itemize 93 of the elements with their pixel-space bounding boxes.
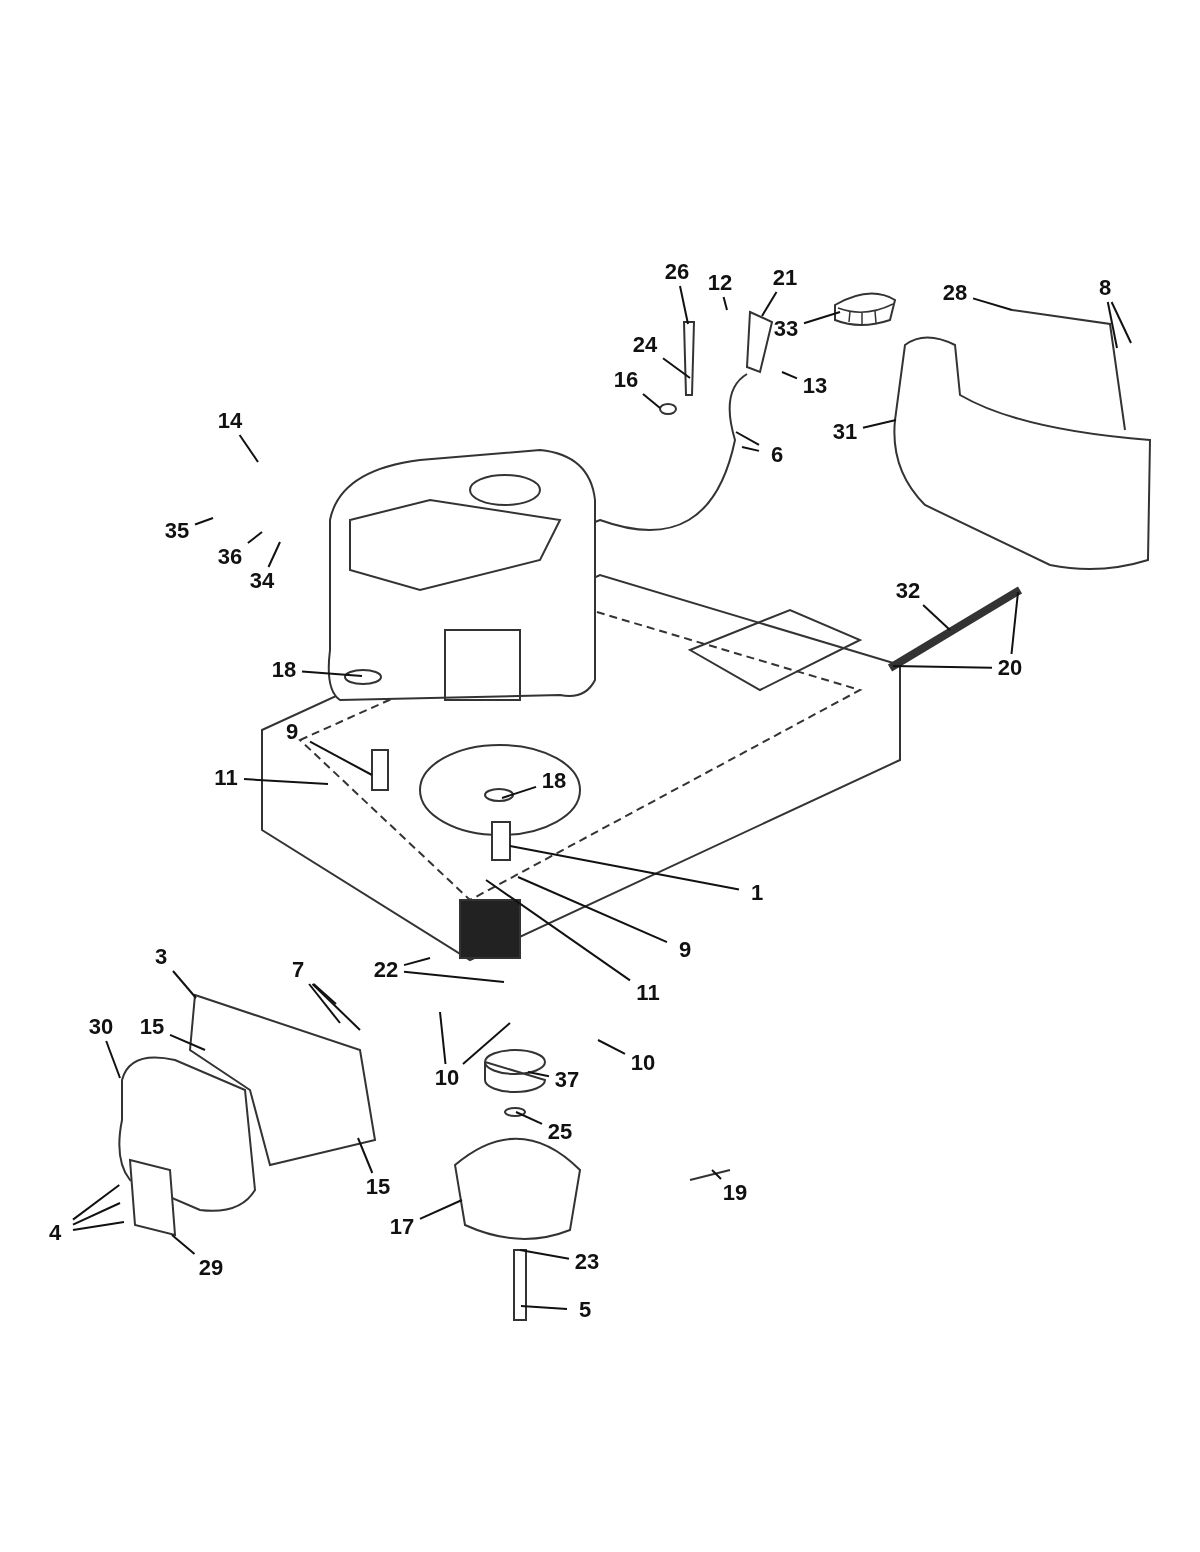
throttle-lever-drawing xyxy=(745,310,774,374)
leader-line xyxy=(722,296,728,311)
leader-line xyxy=(462,1022,511,1065)
leader-line xyxy=(105,1040,121,1079)
callout-number: 5 xyxy=(569,1298,601,1322)
callout-number: 18 xyxy=(538,769,570,793)
callout-number: 21 xyxy=(769,266,801,290)
callout-number: 14 xyxy=(214,409,246,433)
callout-number: 34 xyxy=(246,569,278,593)
callout-number: 33 xyxy=(770,317,802,341)
callout-number: 13 xyxy=(799,374,831,398)
callout-number: 22 xyxy=(370,958,402,982)
leader-line xyxy=(517,876,668,944)
callout-number: 9 xyxy=(669,938,701,962)
callout-number: 26 xyxy=(661,260,693,284)
leader-line xyxy=(1106,301,1118,349)
wire-drawing xyxy=(689,1169,731,1181)
leader-line xyxy=(735,431,760,446)
leader-line xyxy=(519,1249,570,1260)
leader-line xyxy=(403,970,505,983)
leader-line xyxy=(439,1011,447,1065)
callout-number: 32 xyxy=(892,579,924,603)
callout-number: 30 xyxy=(85,1015,117,1039)
leader-line xyxy=(1110,301,1132,344)
leader-line xyxy=(501,785,537,799)
callout-number: 35 xyxy=(161,519,193,543)
callout-number: 11 xyxy=(632,981,664,1005)
leader-line xyxy=(892,665,993,669)
callout-number: 1 xyxy=(741,881,773,905)
callout-number: 25 xyxy=(544,1120,576,1144)
leader-line xyxy=(679,285,689,325)
callout-number: 10 xyxy=(627,1051,659,1075)
leader-line xyxy=(803,311,841,325)
leader-line xyxy=(642,393,661,409)
leader-line xyxy=(72,1202,121,1226)
leader-line xyxy=(972,297,1013,311)
dipstick-drawing xyxy=(659,321,696,415)
callout-number: 15 xyxy=(362,1175,394,1199)
leader-line xyxy=(171,1234,196,1255)
leader-line xyxy=(194,517,214,526)
leader-line xyxy=(72,1184,121,1221)
leader-line xyxy=(308,983,341,1024)
callout-number: 23 xyxy=(571,1250,603,1274)
callout-number: 6 xyxy=(761,443,793,467)
callout-number: 28 xyxy=(939,281,971,305)
callout-number: 18 xyxy=(268,658,300,682)
callout-number: 9 xyxy=(276,720,308,744)
leader-line xyxy=(597,1039,626,1055)
callout-number: 19 xyxy=(719,1181,751,1205)
leader-line xyxy=(238,434,259,463)
leader-line xyxy=(922,604,951,631)
leader-line xyxy=(312,983,337,1005)
callout-number: 31 xyxy=(829,420,861,444)
callout-number: 12 xyxy=(704,271,736,295)
leader-line xyxy=(711,1169,722,1180)
fuel-cap-drawing xyxy=(834,292,896,326)
callout-number: 10 xyxy=(431,1066,463,1090)
leader-line xyxy=(172,970,197,999)
callout-number: 4 xyxy=(39,1221,71,1245)
leader-line xyxy=(169,1033,206,1051)
callout-number: 11 xyxy=(210,766,242,790)
leader-line xyxy=(509,845,740,891)
leader-line xyxy=(527,1071,550,1078)
callout-number: 24 xyxy=(629,333,661,357)
leader-line xyxy=(520,1305,568,1310)
callout-number: 29 xyxy=(195,1256,227,1280)
leader-line xyxy=(311,983,361,1031)
callout-number: 16 xyxy=(610,368,642,392)
throttle-cable-drawing xyxy=(594,373,748,531)
leader-line xyxy=(1010,591,1019,655)
leader-line xyxy=(741,446,760,452)
leader-line xyxy=(267,541,281,568)
leader-line xyxy=(357,1137,374,1174)
leader-line xyxy=(243,778,329,785)
callout-number: 15 xyxy=(136,1015,168,1039)
leader-line xyxy=(72,1221,125,1232)
leader-line xyxy=(515,1111,543,1125)
leader-line xyxy=(862,419,897,429)
leader-line xyxy=(403,957,431,967)
leader-line xyxy=(781,371,798,380)
callout-number: 36 xyxy=(214,545,246,569)
callout-number: 8 xyxy=(1089,276,1121,300)
callout-number: 3 xyxy=(145,945,177,969)
callout-number: 7 xyxy=(282,958,314,982)
callout-number: 17 xyxy=(386,1215,418,1239)
leader-line xyxy=(662,357,691,379)
leader-line xyxy=(761,291,778,317)
leader-line xyxy=(419,1199,463,1220)
callout-number: 37 xyxy=(551,1068,583,1092)
leader-line xyxy=(301,670,363,677)
callout-number: 20 xyxy=(994,656,1026,680)
leader-line xyxy=(485,879,631,982)
leader-line xyxy=(246,531,263,544)
